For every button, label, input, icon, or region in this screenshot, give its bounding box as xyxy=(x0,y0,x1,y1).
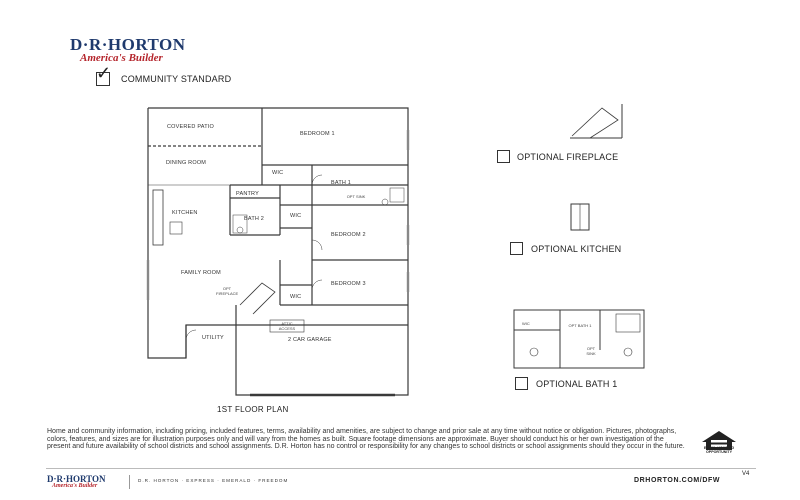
room-pantry: PANTRY xyxy=(236,191,260,197)
opt-bath-wic: WIC xyxy=(522,321,530,326)
room-opt-fireplace: OPT FIREPLACE xyxy=(216,286,239,296)
room-wic-a: WIC xyxy=(272,170,284,176)
room-garage: 2 CAR GARAGE xyxy=(288,337,332,343)
room-opt-sink: OPT SINK xyxy=(346,194,366,199)
footer-separator xyxy=(129,475,130,489)
optional-bath-checkbox xyxy=(515,377,528,390)
room-family: FAMILY ROOM xyxy=(181,270,221,276)
plan-title: 1ST FLOOR PLAN xyxy=(217,405,289,414)
room-bedroom-2: BEDROOM 2 xyxy=(331,232,366,238)
room-kitchen: KITCHEN xyxy=(172,210,198,216)
disclaimer-text: Home and community information, includin… xyxy=(47,428,685,451)
room-bath-2: BATH 2 xyxy=(244,216,265,222)
optional-kitchen-label: OPTIONAL KITCHEN xyxy=(531,244,622,254)
room-attic-access: ATTIC ACCESS xyxy=(278,321,296,331)
room-utility: UTILITY xyxy=(202,335,224,341)
checkmark-icon: ✓ xyxy=(96,63,112,83)
footer-brands: D.R. HORTON · EXPRESS · EMERALD · FREEDO… xyxy=(138,478,289,483)
brand-logo: D·R·HORTON xyxy=(70,35,186,54)
footer-website-link[interactable]: DRHORTON.COM/DFW xyxy=(634,477,721,484)
equal-housing-icon xyxy=(702,431,736,450)
footer-logo: D·R·HORTON xyxy=(47,474,106,484)
optional-fireplace-checkbox xyxy=(497,150,510,163)
room-bedroom-3: BEDROOM 3 xyxy=(331,281,366,287)
room-bath-1: BATH 1 xyxy=(331,180,352,186)
room-covered-patio: COVERED PATIO xyxy=(167,124,215,130)
version-label: V4 xyxy=(742,471,750,477)
footer-divider-line xyxy=(46,468,756,469)
room-bedroom-1: BEDROOM 1 xyxy=(300,131,335,137)
community-standard-label: COMMUNITY STANDARD xyxy=(121,74,232,84)
footer-logo-tagline: America's Builder xyxy=(52,483,98,489)
optional-bath-label: OPTIONAL BATH 1 xyxy=(536,379,618,389)
optional-kitchen-checkbox xyxy=(510,242,523,255)
brand-tagline: America's Builder xyxy=(80,52,163,64)
room-wic-c: WIC xyxy=(290,294,302,300)
room-wic-b: WIC xyxy=(290,213,302,219)
opt-bath-sink: OPT SINK xyxy=(586,346,596,356)
equal-housing-text: EQUAL HOUSING OPPORTUNITY xyxy=(703,446,735,454)
community-standard-checkbox xyxy=(96,72,110,86)
optional-fireplace-label: OPTIONAL FIREPLACE xyxy=(517,152,619,162)
room-dining: DINING ROOM xyxy=(166,160,207,166)
opt-bath-label: OPT BATH 1 xyxy=(568,323,592,328)
